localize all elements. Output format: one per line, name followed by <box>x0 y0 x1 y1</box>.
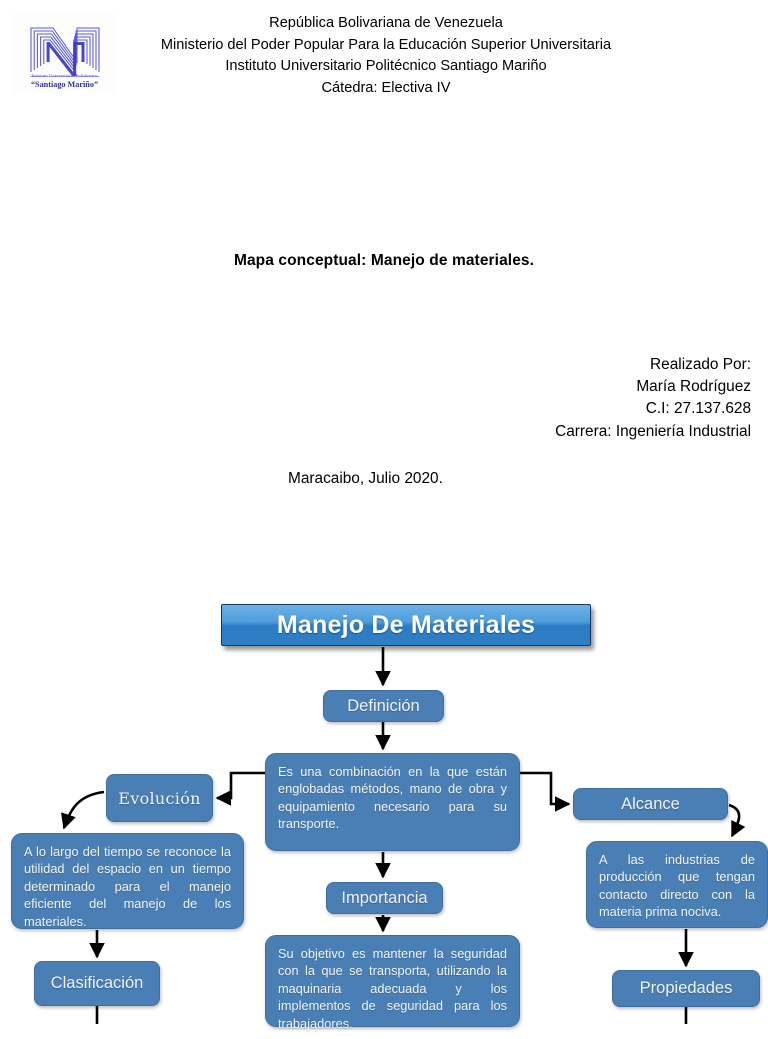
map-banner: Manejo De Materiales <box>221 604 591 646</box>
logo-name: “Santiago Mariño” <box>30 80 99 89</box>
header-text-block: República Bolivariana de Venezuela Minis… <box>116 13 656 99</box>
node-importancia[interactable]: Importancia <box>326 882 443 914</box>
page-title: Mapa conceptual: Manejo de materiales. <box>233 252 535 269</box>
node-alcance-label: Alcance <box>621 794 680 813</box>
document-header: Instituto Universitario Politécnico “San… <box>0 0 768 108</box>
node-alcance-text-label: A las industrias de producción que tenga… <box>599 852 755 920</box>
map-banner-label: Manejo De Materiales <box>276 610 536 639</box>
node-importancia-text-label: Su objetivo es mantener la seguridad con… <box>278 946 507 1031</box>
node-propiedades-label: Propiedades <box>639 979 733 997</box>
node-evolucion-text-label: A lo largo del tiempo se reconoce la uti… <box>24 844 231 929</box>
header-line-4: Cátedra: Electiva IV <box>321 79 451 96</box>
node-alcance[interactable]: Alcance <box>573 788 728 820</box>
place-and-date: Maracaibo, Julio 2020. <box>288 470 443 487</box>
node-clasificacion-label: Clasificación <box>50 974 144 992</box>
node-evolucion[interactable]: Evolución <box>106 774 213 822</box>
node-importancia-text[interactable]: Su objetivo es mantener la seguridad con… <box>265 935 520 1031</box>
link-central-evolucion <box>215 771 283 806</box>
node-propiedades[interactable]: Propiedades <box>612 970 760 1007</box>
node-definicion-label: Definición <box>347 696 420 715</box>
santiago-marino-logo-icon <box>13 14 116 94</box>
author-line-carrera: Carrera: Ingeniería Industrial <box>555 422 751 440</box>
author-line-ci: C.I: 27.137.628 <box>645 400 751 418</box>
node-clasificacion[interactable]: Clasificación <box>34 961 160 1006</box>
node-evolucion-text[interactable]: A lo largo del tiempo se reconoce la uti… <box>11 833 244 929</box>
header-line-2: Ministerio del Poder Popular Para la Edu… <box>160 36 612 53</box>
author-line-realizado: Realizado Por: <box>650 356 751 373</box>
logo-caption: Instituto Universitario Politécnico <box>31 73 98 78</box>
header-line-3: Instituto Universitario Politécnico Sant… <box>225 58 547 74</box>
node-definicion-text[interactable]: Es una combinación en la que están englo… <box>265 753 520 851</box>
author-block: Realizado Por: María Rodríguez C.I: 27.1… <box>555 354 751 443</box>
node-definicion-text-label: Es una combinación en la que están englo… <box>278 764 507 832</box>
header-line-1: República Bolivariana de Venezuela <box>269 15 503 31</box>
node-definicion[interactable]: Definición <box>323 690 444 722</box>
institution-logo: Instituto Universitario Politécnico “San… <box>13 14 116 94</box>
author-line-name: María Rodríguez <box>636 378 751 396</box>
node-evolucion-label: Evolución <box>118 788 201 808</box>
link-evolucion-text <box>61 790 105 830</box>
node-alcance-text[interactable]: A las industrias de producción que tenga… <box>586 841 768 928</box>
link-alcance-text <box>728 803 746 838</box>
link-central-alcance <box>503 771 571 812</box>
node-importancia-label: Importancia <box>341 888 428 907</box>
